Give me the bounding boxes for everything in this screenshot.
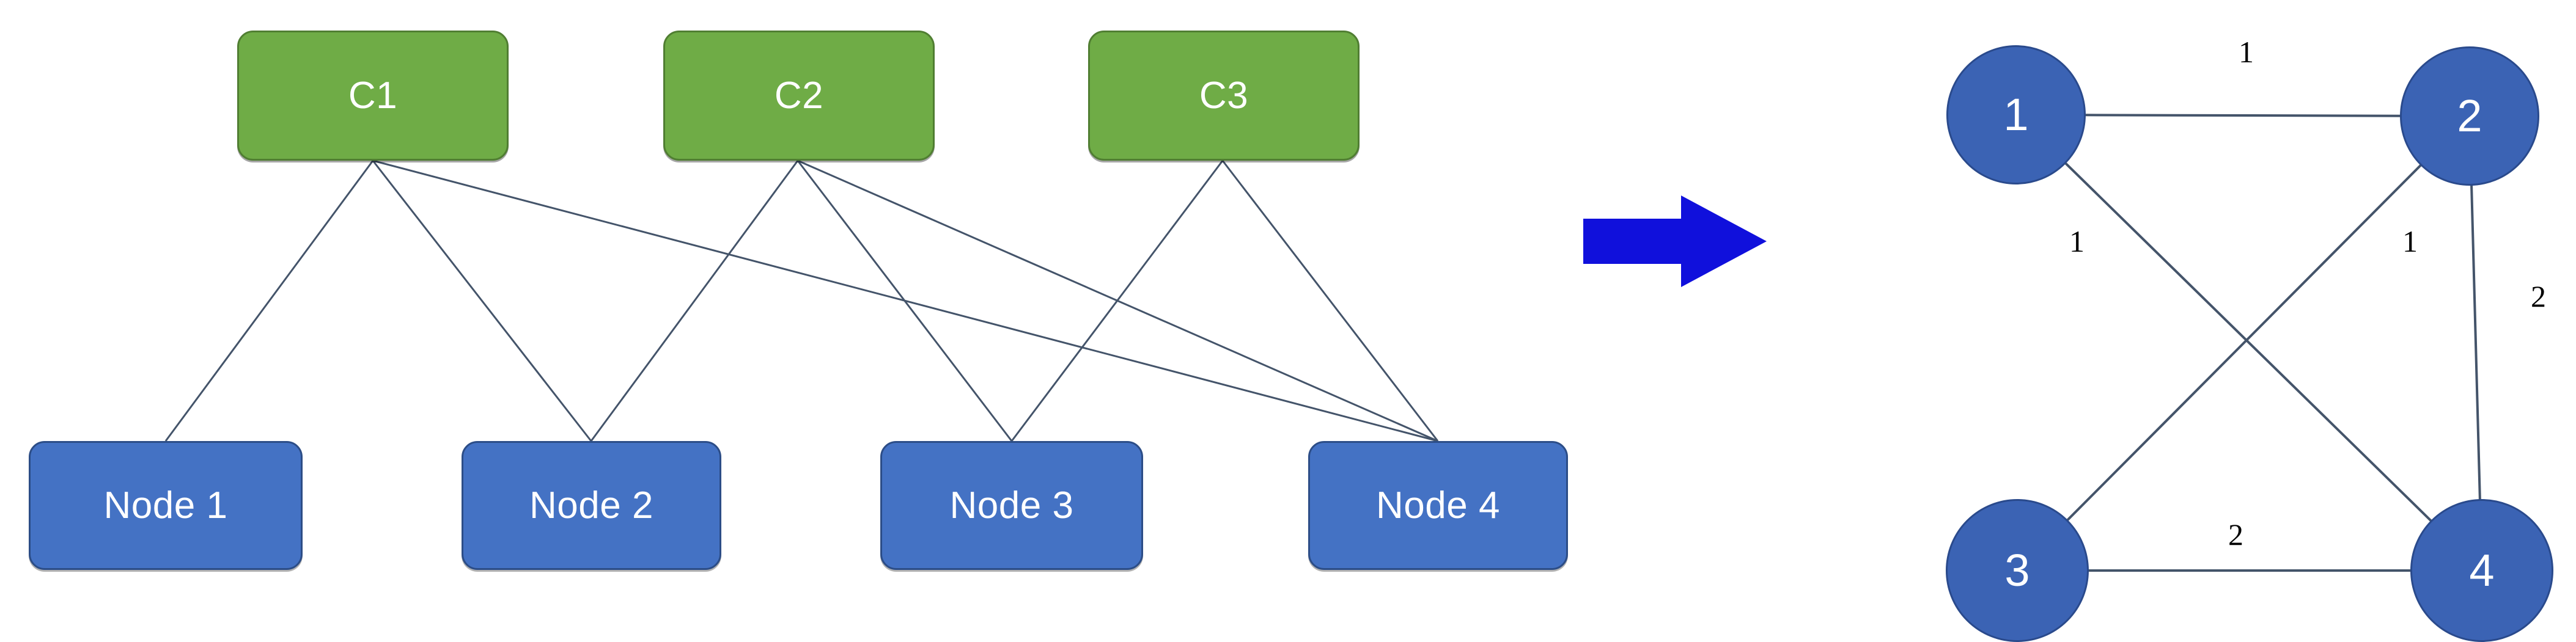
edge-weight-1-4: 1 xyxy=(2069,224,2085,258)
community-label: C3 xyxy=(1199,74,1249,117)
bipartite-edge-C1-N2 xyxy=(372,160,592,442)
transform-arrow xyxy=(1583,195,1767,287)
community-label: C2 xyxy=(774,74,824,117)
graph-node-label: 1 xyxy=(2003,89,2029,140)
node-box-node-1[interactable]: Node 1 xyxy=(29,441,303,570)
community-label: C1 xyxy=(348,74,398,117)
graph-edge-2-4 xyxy=(2470,184,2481,501)
community-box-c1[interactable]: C1 xyxy=(237,31,509,161)
edge-weight-2-4: 2 xyxy=(2531,279,2546,313)
graph-edge-1-4 xyxy=(2064,161,2433,522)
edge-weight-2-3: 1 xyxy=(2402,224,2418,258)
graph-edge-2-3 xyxy=(2066,163,2423,522)
community-box-c2[interactable]: C2 xyxy=(663,31,935,161)
arrow-right-icon xyxy=(1583,195,1767,287)
graph-node-2[interactable]: 2 xyxy=(2400,46,2539,186)
node-label: Node 3 xyxy=(949,484,1074,527)
graph-node-3[interactable]: 3 xyxy=(1946,499,2089,642)
diagram-canvas: C1 C2 C3 Node 1 Node 2 Node 3 Node 4 1 2… xyxy=(29,31,2553,642)
node-label: Node 4 xyxy=(1376,484,1500,527)
node-label: Node 1 xyxy=(103,484,228,527)
node-box-node-3[interactable]: Node 3 xyxy=(880,441,1143,570)
graph-node-4[interactable]: 4 xyxy=(2410,499,2553,642)
edge-weight-1-2: 1 xyxy=(2239,35,2254,69)
bipartite-edge-C3-N4 xyxy=(1221,160,1439,442)
bipartite-edge-C2-N4 xyxy=(797,159,1438,442)
graph-node-1[interactable]: 1 xyxy=(1946,45,2086,184)
bipartite-edge-C1-N1 xyxy=(164,160,374,442)
bipartite-edge-C3-N3 xyxy=(1010,160,1224,442)
bipartite-edge-C1-N4 xyxy=(372,159,1438,442)
graph-node-label: 2 xyxy=(2457,90,2482,141)
node-box-node-2[interactable]: Node 2 xyxy=(462,441,721,570)
node-box-node-4[interactable]: Node 4 xyxy=(1308,441,1568,570)
community-box-c3[interactable]: C3 xyxy=(1088,31,1360,161)
bipartite-edge-C2-N2 xyxy=(590,160,799,442)
graph-node-label: 4 xyxy=(2469,545,2495,596)
edge-weight-3-4: 2 xyxy=(2228,517,2243,552)
node-label: Node 2 xyxy=(529,484,653,527)
graph-node-label: 3 xyxy=(2004,545,2030,596)
bipartite-edge-C2-N3 xyxy=(797,160,1013,442)
